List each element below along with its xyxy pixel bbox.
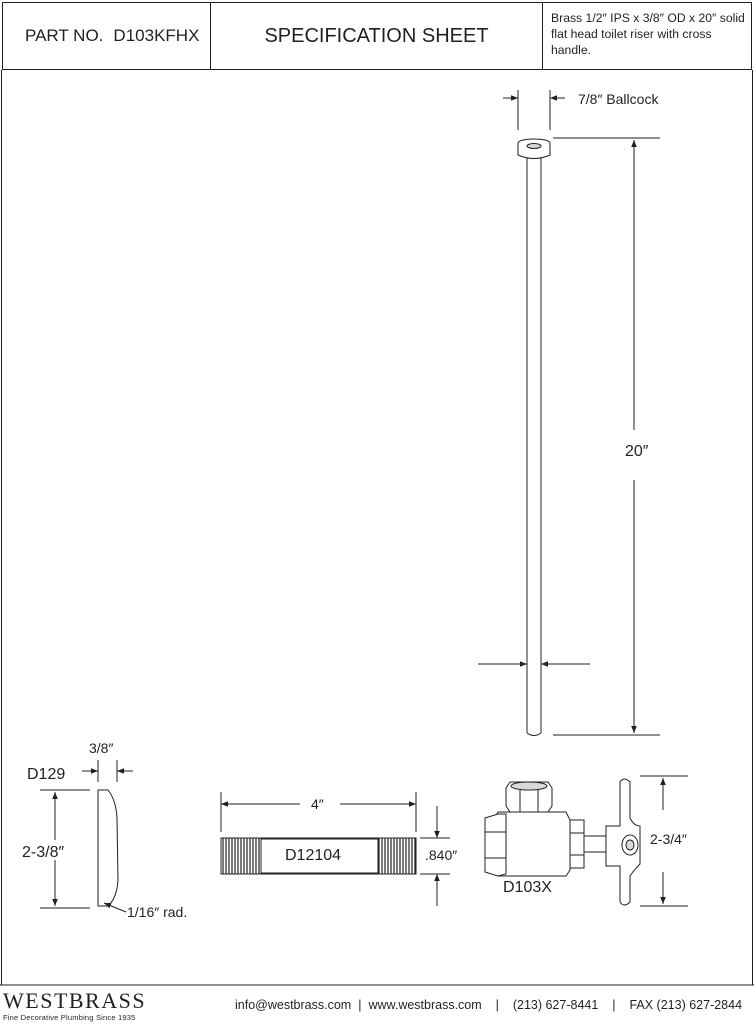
- d12104-diameter-label: .840″: [425, 847, 458, 863]
- d129-radius-label: 1/16″ rad.: [127, 904, 188, 920]
- spec-header: PART NO. D103KFHX SPECIFICATION SHEET Br…: [2, 2, 752, 70]
- part-number-cell: PART NO. D103KFHX: [3, 3, 211, 69]
- part-number: D103KFHX: [113, 26, 200, 45]
- fax-number: FAX (213) 627-2844: [629, 998, 743, 1012]
- brand-name: WESTBRASS: [3, 988, 147, 1013]
- email-link[interactable]: info@westbrass.com: [235, 998, 352, 1012]
- d12104-nipple: [220, 837, 417, 875]
- product-description: Brass 1/2″ IPS x 3/8″ OD x 20″ solid fla…: [551, 11, 745, 57]
- riser-flat-head: [517, 138, 551, 159]
- ballcock-dim-label: 7/8″ Ballcock: [578, 91, 659, 107]
- d103x-valve: [484, 778, 641, 906]
- westbrass-logo: WESTBRASS Fine Decorative Plumbing Since…: [3, 988, 147, 1023]
- d129-part-label: D129: [27, 766, 66, 783]
- phone-number: (213) 627-8441: [512, 998, 599, 1012]
- d103x-part-label: D103X: [503, 879, 552, 896]
- riser-tube: [526, 158, 542, 736]
- d12104-length-label: 4″: [311, 796, 324, 812]
- d12104-part-label: D12104: [285, 847, 342, 864]
- website-link[interactable]: www.westbrass.com: [368, 998, 482, 1012]
- d129-width-label: 3/8″: [89, 740, 114, 756]
- riser-length-label: 20″: [625, 443, 649, 460]
- d129-height-label: 2-3/8″: [22, 844, 65, 861]
- d129-profile: [97, 789, 119, 907]
- sheet-title: SPECIFICATION SHEET: [211, 3, 543, 69]
- brand-tagline: Fine Decorative Plumbing Since 1935: [3, 1013, 136, 1022]
- part-label: PART NO.: [25, 26, 104, 45]
- footer-contact: info@westbrass.com|www.westbrass.com | (…: [235, 998, 743, 1012]
- d103x-height-label: 2-3/4″: [650, 831, 687, 847]
